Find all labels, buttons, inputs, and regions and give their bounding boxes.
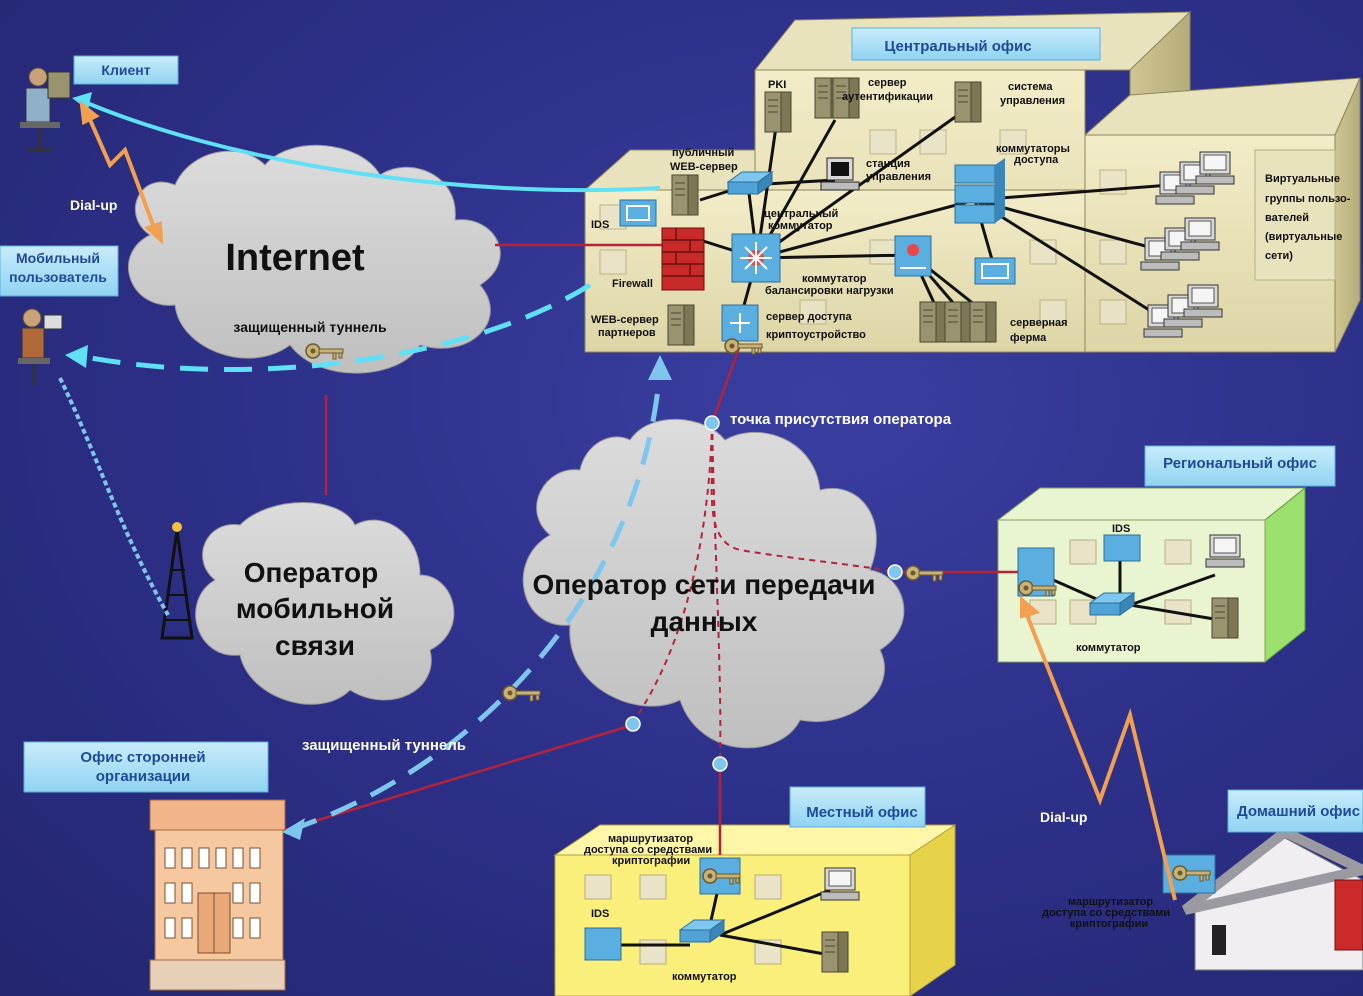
access-switches-icon [954, 158, 1005, 224]
crypto-server-label-2: криптоустройство [766, 329, 866, 341]
tunnel-label-internet: защищенный туннель [233, 319, 387, 335]
regional-ids-label: IDS [1112, 523, 1130, 535]
partner-web-label-1: WEB-сервер [591, 314, 659, 326]
key-icon-thirdparty [502, 685, 541, 702]
text-layer: Клиент Мобильный пользователь Центральны… [9, 38, 1360, 983]
partner-web-label-2: партнеров [598, 327, 656, 339]
mgmt-station-label-1: станция [866, 158, 910, 170]
regional-office-label: Региональный офис [1163, 455, 1317, 472]
local-ids-label: IDS [591, 908, 609, 920]
central-office-label: Центральный офис [884, 38, 1031, 55]
red-links [284, 243, 1018, 855]
virtual-groups-label-1: Виртуальные [1265, 173, 1340, 185]
lb-label-2: балансировки нагрузки [765, 285, 894, 297]
tunnel-label-bottom: защищенный туннель [302, 737, 466, 754]
central-switch-label-1: центральный [764, 208, 838, 220]
operator-pop-label: точка присутствия оператора [730, 411, 952, 428]
access-switches-label-2: доступа [1014, 154, 1059, 166]
client-label: Клиент [101, 62, 150, 78]
third-party-office-label-line1: Офис сторонней [80, 749, 205, 766]
mobile-operator-cloud [195, 502, 455, 705]
cell-tower-icon [160, 522, 194, 640]
dialup-home-label: Dial-up [1040, 809, 1087, 825]
internet-cloud [127, 144, 501, 374]
home-office-label: Домашний офис [1237, 803, 1360, 820]
mobile-operator-title-line2: мобильной [236, 593, 394, 624]
mobile-user-label-line1: Мобильный [16, 250, 100, 266]
server-farm-label-1: серверная [1010, 317, 1068, 329]
data-operator-cloud [522, 418, 905, 749]
regional-switch-label: коммутатор [1076, 642, 1141, 654]
mgmt-system-label-2: управления [1000, 95, 1065, 107]
central-switch-icon [731, 233, 781, 283]
virtual-groups-label-2: группы пользо- [1265, 193, 1351, 205]
firewall-label: Firewall [612, 278, 653, 290]
home-router-label-2: доступа со средствами [1042, 907, 1170, 919]
third-party-office-building [149, 799, 286, 991]
server-farm-label-2: ферма [1010, 332, 1047, 344]
local-router-label-3: криптографии [612, 855, 690, 867]
nodes [625, 415, 903, 772]
virtual-groups-label-3: вателей [1265, 212, 1309, 224]
label-boxes [0, 27, 1363, 833]
mobile-operator-title-line3: связи [275, 630, 355, 661]
regional-office-building [996, 486, 1307, 664]
client-person-icon [20, 67, 71, 152]
crypto-server-label-1: сервер доступа [766, 311, 853, 323]
operator-internal-paths [632, 422, 896, 764]
public-web-label-2: WEB-сервер [670, 161, 738, 173]
mobile-operator-title-line1: Оператор [244, 557, 379, 588]
pki-label: PKI [768, 79, 786, 91]
local-office-label: Местный офис [806, 804, 917, 821]
internet-cloud-title: Internet [225, 237, 365, 279]
ids-central-icon [619, 199, 657, 227]
mobile-user-label-line2: пользователь [9, 269, 107, 285]
virtual-groups-label-4: (виртуальные [1265, 231, 1342, 243]
third-party-office-label-line2: организации [96, 768, 190, 785]
home-router-label-3: криптографии [1070, 918, 1148, 930]
crypto-access-server-icon [721, 304, 759, 342]
access-switches-label-1: коммутаторы [996, 143, 1070, 155]
dialup-links [79, 100, 1177, 901]
ids-central-label: IDS [591, 219, 609, 231]
auth-server-label-1: сервер [868, 77, 907, 89]
mgmt-station-label-2: управления [866, 171, 931, 183]
wireless-link [58, 377, 170, 616]
home-office-building [1162, 826, 1363, 971]
mgmt-system-label-1: система [1008, 81, 1053, 93]
virtual-groups-label-5: сети) [1265, 250, 1293, 262]
central-office-building [583, 10, 1361, 353]
home-router-label-1: маршрутизатор [1068, 896, 1153, 908]
local-router-label-1: маршрутизатор [608, 833, 693, 845]
central-switch-label-2: коммутатор [768, 220, 833, 232]
mobile-user-person-icon [18, 308, 63, 385]
dialup-client-label: Dial-up [70, 197, 117, 213]
local-switch-label: коммутатор [672, 971, 737, 983]
data-operator-title-line1: Оператор сети передачи [532, 569, 875, 600]
public-web-label-1: публичный [672, 147, 734, 159]
tunnels [65, 92, 672, 840]
firewall-icon [661, 227, 705, 291]
lb-label-1: коммутатор [802, 273, 867, 285]
data-operator-title-line2: данных [651, 606, 758, 637]
auth-server-label-2: аутентификации [842, 91, 933, 103]
key-icon-regional [905, 565, 944, 582]
local-router-label-2: доступа со средствами [584, 844, 712, 856]
load-balancer-icon [894, 235, 932, 277]
